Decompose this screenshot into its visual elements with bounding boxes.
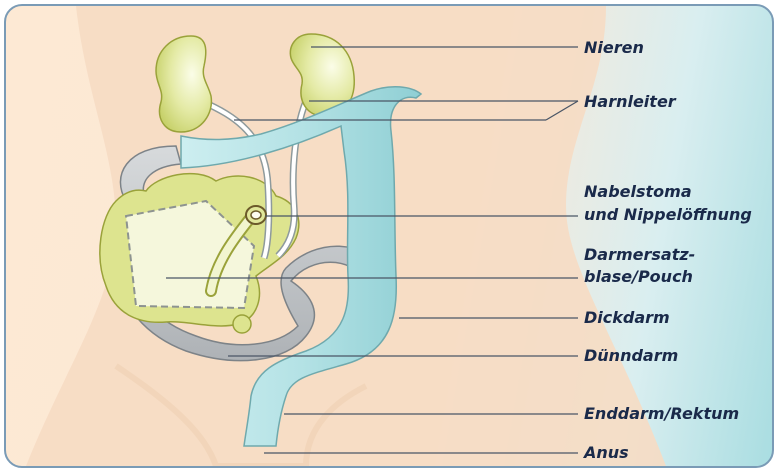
diagram-frame: Nieren Harnleiter Nabelstoma und Nippelö…	[4, 4, 774, 468]
label-nieren: Nieren	[584, 38, 644, 58]
stoma-shape	[246, 206, 266, 224]
label-darmersatz-line2: blase/Pouch	[584, 267, 693, 287]
label-nabelstoma-line2: und Nippelöffnung	[584, 205, 752, 225]
label-dickdarm: Dickdarm	[584, 308, 670, 328]
label-duenndarm: Dünndarm	[584, 346, 678, 366]
label-anus: Anus	[584, 443, 629, 463]
label-harnleiter: Harnleiter	[584, 92, 676, 112]
label-nabelstoma-line1: Nabelstoma	[584, 182, 692, 202]
label-darmersatz-line1: Darmersatz-	[584, 245, 695, 265]
anatomy-illustration	[6, 6, 772, 466]
label-enddarm: Enddarm/Rektum	[584, 404, 739, 424]
